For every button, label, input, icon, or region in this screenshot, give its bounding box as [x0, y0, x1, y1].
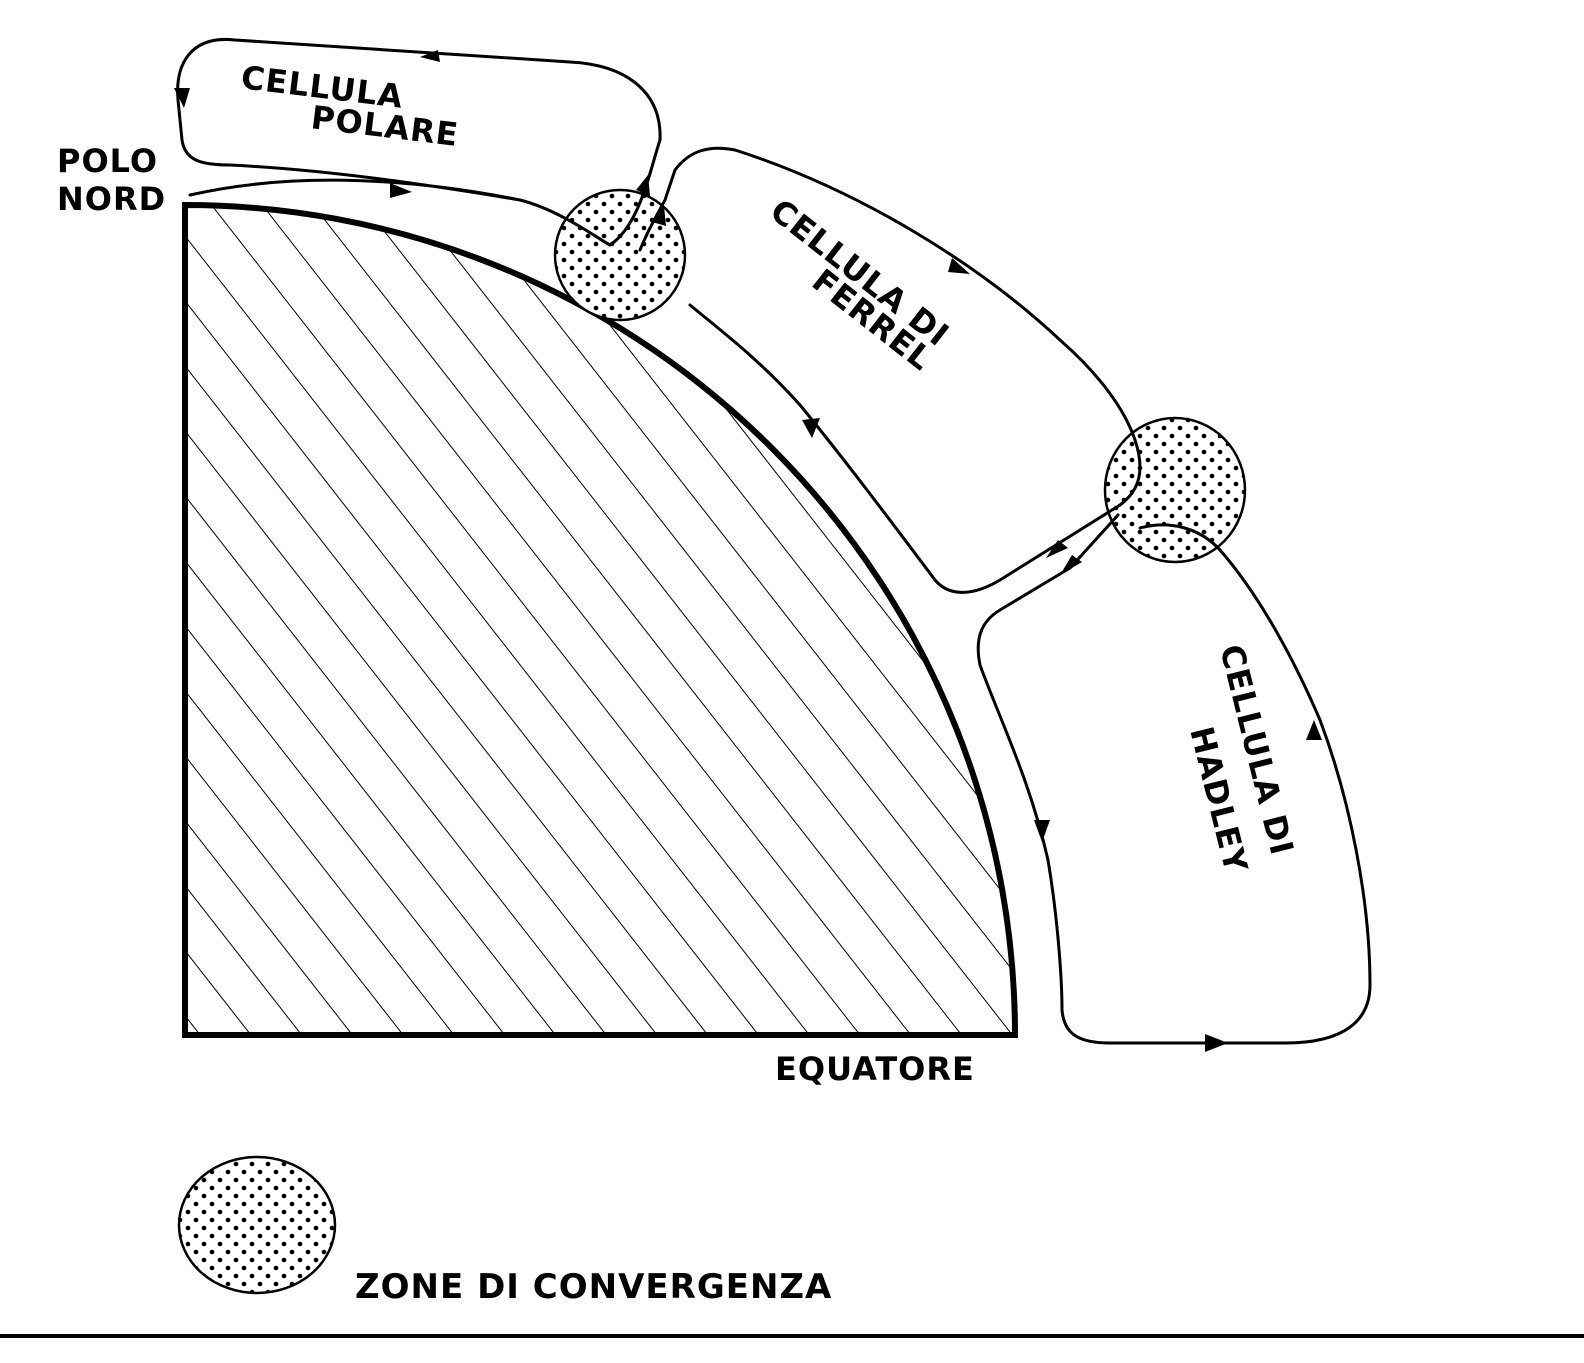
legend-label: ZONE DI CONVERGENZA	[355, 1267, 832, 1307]
polo-nord-label-line1: POLO	[57, 142, 158, 180]
stippled-circle-icon	[177, 1155, 337, 1295]
polar-cell-label-line2: POLARE	[309, 98, 461, 154]
arrow-polar-rise	[636, 175, 650, 196]
arrow-polar-top	[420, 50, 440, 62]
arrow-hadley-rise	[1306, 720, 1322, 740]
polar-cell-circulation	[174, 37, 662, 247]
arrow-hadley-surface	[1034, 820, 1050, 842]
equator-label: EQUATORE	[775, 1050, 975, 1088]
arrow-hadley-bottom	[1205, 1034, 1228, 1052]
arrow-ferrel-top	[948, 258, 970, 274]
arrow-polar-surface	[390, 183, 412, 198]
ferrel-cell-circulation	[638, 146, 1142, 594]
arrow-ferrel-sink	[1046, 540, 1068, 558]
arrow-ferrel-surface	[802, 418, 820, 438]
polo-nord-label-line2: NORD	[57, 180, 166, 218]
convergence-zone-subtropical	[1103, 416, 1247, 564]
arrow-hadley-sink	[1060, 555, 1082, 575]
arrow-polar-left	[174, 88, 190, 108]
convergence-zone-polar-front	[553, 188, 687, 322]
legend: ZONE DI CONVERGENZA	[177, 1155, 832, 1307]
arrow-ferrel-rise	[652, 206, 666, 226]
hadley-cell-circulation	[976, 513, 1372, 1052]
